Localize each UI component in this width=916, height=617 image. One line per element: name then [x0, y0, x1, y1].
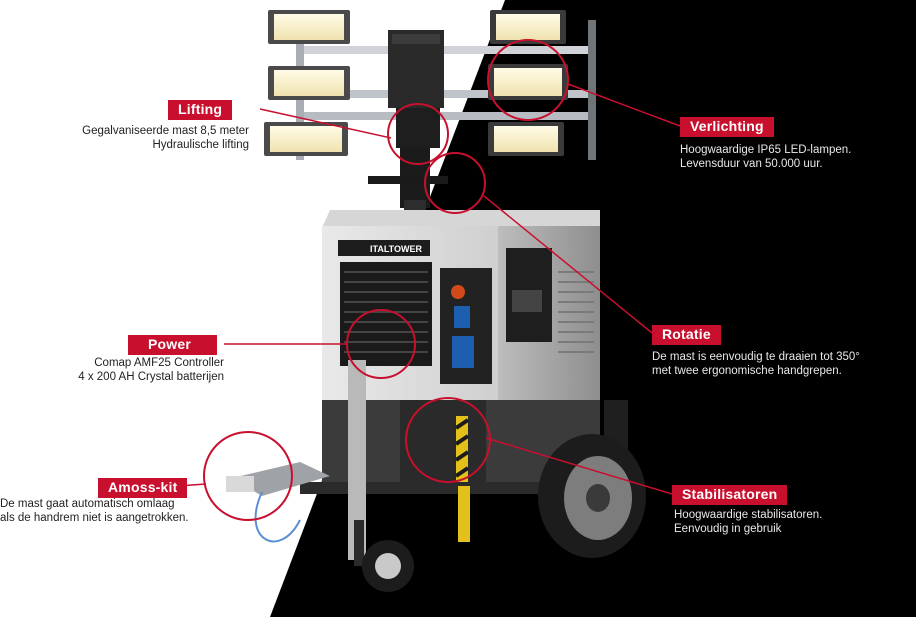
callout-title-amoss-kit: Amoss-kit	[98, 478, 188, 498]
callout-line: Levensduur van 50.000 uur.	[680, 158, 823, 170]
callout-line: Hydraulische lifting	[152, 139, 249, 151]
callout-description-amoss-kit: De mast gaat automatisch omlaag als de h…	[0, 497, 189, 525]
callout-title-lifting: Lifting	[168, 100, 233, 120]
callout-line: Gegalvaniseerde mast 8,5 meter	[82, 125, 249, 137]
callout-title-verlichting: Verlichting	[680, 117, 774, 137]
cable	[254, 491, 301, 543]
jockey-wheel	[354, 520, 414, 592]
callout-line: De mast is eenvoudig te draaien tot 350°	[652, 351, 860, 363]
callout-title-power: Power	[128, 335, 218, 355]
led-lamp	[488, 64, 568, 100]
leader-line-lifting	[259, 108, 392, 139]
leader-line-stabilisatoren	[485, 437, 673, 495]
callout-description-rotatie: De mast is eenvoudig te draaien tot 350°…	[652, 350, 860, 378]
brand-logo-text: ITALTOWER	[370, 244, 422, 254]
main-wheel	[538, 434, 646, 558]
highlight-circle-amoss	[203, 431, 293, 521]
led-lamps	[264, 10, 568, 156]
leader-line-rotatie	[483, 195, 653, 334]
led-lamp	[488, 122, 564, 156]
callout-line: Hoogwaardige stabilisatoren.	[674, 509, 823, 521]
led-lamp	[264, 122, 348, 156]
callout-title-stabilisatoren: Stabilisatoren	[672, 485, 788, 505]
callout-title-rotatie: Rotatie	[652, 325, 721, 345]
callout-description-lifting: Gegalvaniseerde mast 8,5 meter Hydraulis…	[82, 124, 249, 152]
led-lamp	[268, 66, 350, 100]
callout-line: Eenvoudig in gebruik	[674, 523, 782, 535]
highlight-circle-lifting	[387, 103, 449, 165]
callout-line: met twee ergonomische handgrepen.	[652, 365, 842, 377]
callout-line: als de handrem niet is aangetrokken.	[0, 512, 189, 524]
callout-line: De mast gaat automatisch omlaag	[0, 498, 175, 510]
leader-line-verlichting	[567, 83, 681, 127]
leader-lines	[177, 83, 681, 495]
callout-description-stabilisatoren: Hoogwaardige stabilisatoren. Eenvoudig i…	[674, 508, 822, 536]
callout-circles	[203, 39, 569, 521]
led-lamp	[268, 10, 350, 44]
callout-description-verlichting: Hoogwaardige IP65 LED-lampen. Levensduur…	[680, 143, 851, 171]
callout-line: Comap AMF25 Controller	[94, 357, 224, 369]
callout-line: Hoogwaardige IP65 LED-lampen.	[680, 144, 852, 156]
led-lamp	[490, 10, 566, 44]
callout-line: 4 x 200 AH Crystal batterijen	[78, 371, 224, 383]
callout-description-power: Comap AMF25 Controller 4 x 200 AH Crysta…	[78, 356, 224, 384]
highlight-circle-stabilisatoren	[405, 397, 491, 483]
highlight-circle-verlichting	[487, 39, 569, 121]
highlight-circle-rotatie	[424, 152, 486, 214]
